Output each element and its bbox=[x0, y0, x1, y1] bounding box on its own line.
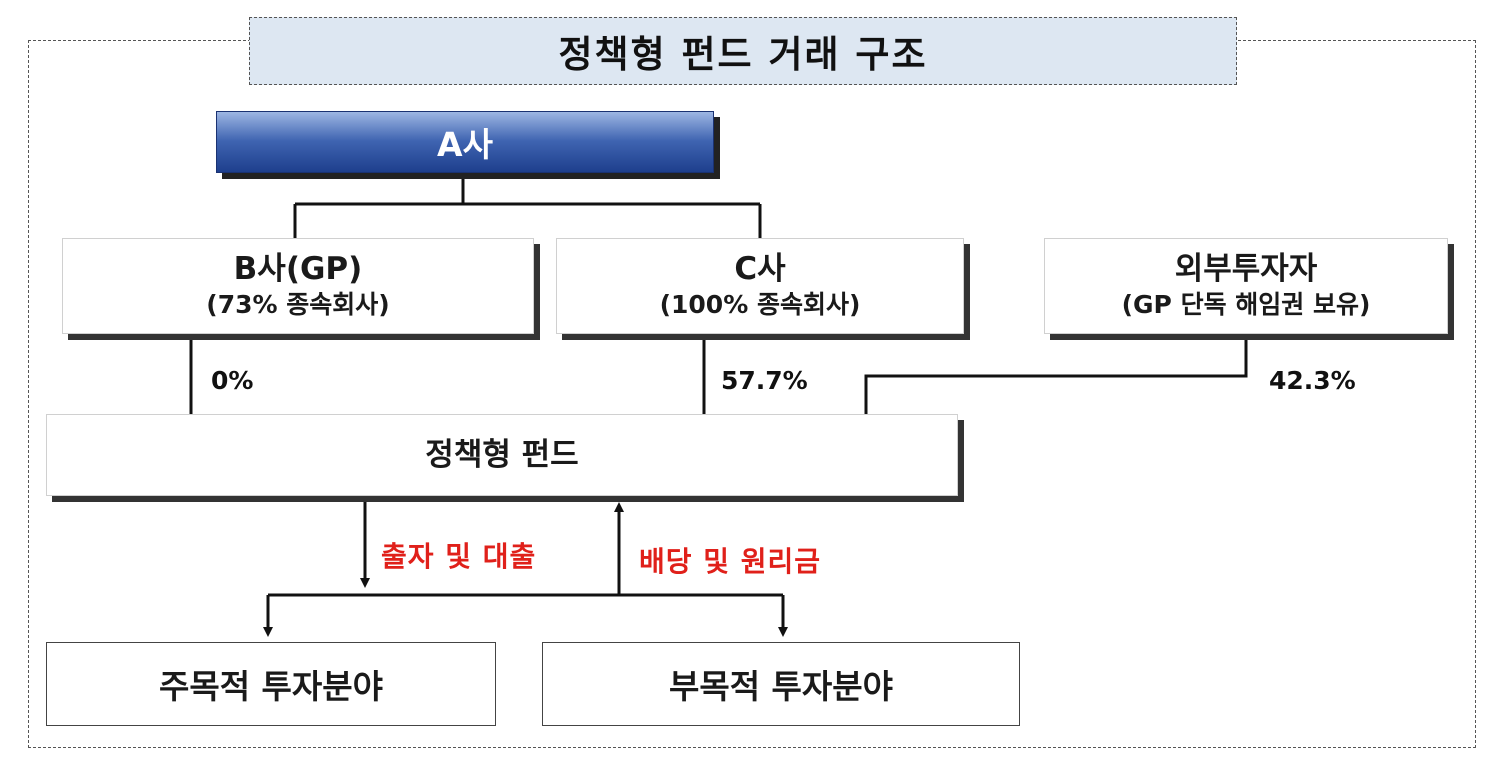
main-investment-target: 주목적 투자분야 bbox=[46, 642, 496, 726]
subsidiary-c-name: C사 bbox=[734, 251, 786, 288]
connector-external-to-fund bbox=[864, 338, 1248, 414]
external-investor-box: 외부투자자 (GP 단독 해임권 보유) bbox=[1044, 238, 1448, 334]
stake-external: 42.3% bbox=[1269, 366, 1356, 395]
subsidiary-c-box: C사 (100% 종속회사) bbox=[556, 238, 964, 334]
parent-company-a: A사 bbox=[216, 111, 714, 173]
stake-b: 0% bbox=[211, 366, 254, 395]
external-investor-name: 외부투자자 bbox=[1174, 251, 1318, 288]
external-investor-note: (GP 단독 해임권 보유) bbox=[1121, 290, 1371, 320]
policy-fund-box: 정책형 펀드 bbox=[46, 414, 958, 496]
connector-a-to-subsidiaries bbox=[293, 176, 762, 238]
flow-returns-label: 배당 및 원리금 bbox=[639, 545, 822, 578]
subsidiary-b-box: B사(GP) (73% 종속회사) bbox=[62, 238, 534, 334]
stake-c: 57.7% bbox=[721, 366, 808, 395]
subsidiary-b-note: (73% 종속회사) bbox=[206, 290, 390, 320]
subsidiary-c-note: (100% 종속회사) bbox=[659, 290, 861, 320]
flow-investment-label: 출자 및 대출 bbox=[381, 540, 537, 573]
diagram-title: 정책형 펀드 거래 구조 bbox=[249, 17, 1237, 85]
subsidiary-b-name: B사(GP) bbox=[233, 251, 363, 288]
sub-investment-target: 부목적 투자분야 bbox=[542, 642, 1020, 726]
policy-fund-name: 정책형 펀드 bbox=[425, 436, 579, 473]
